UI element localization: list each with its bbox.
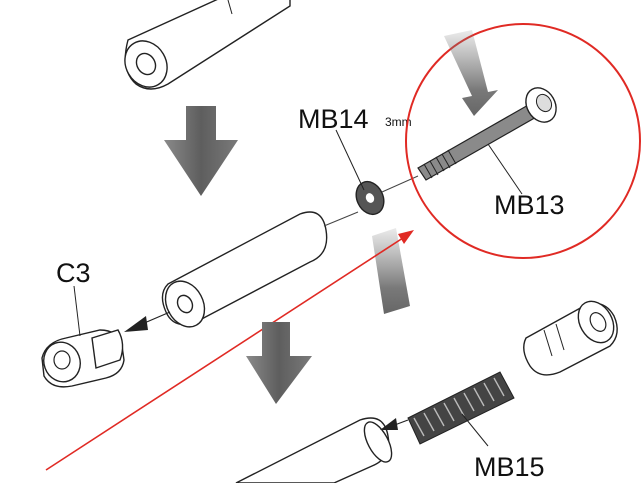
mb14-leader-line (335, 129, 365, 191)
mb14-unit-label: 3mm (385, 115, 412, 129)
fade-down-arrow-icon (444, 30, 498, 116)
lower-down-arrow-icon (246, 322, 312, 404)
top-tube-part (124, 0, 291, 90)
fade-up-arrow-icon (372, 228, 410, 314)
mb15-label: MB15 (474, 452, 545, 482)
callout-pointer-line (45, 230, 414, 471)
mb13-leader-line (487, 143, 523, 195)
spring-arrow-icon (380, 418, 409, 430)
end-cap-c3-part (41, 329, 125, 388)
mb15-leader-line (461, 413, 489, 447)
c3-leader-line (73, 285, 81, 337)
end-fitting-part (523, 300, 618, 376)
left-arrow-icon (124, 311, 171, 332)
mb14-label: MB14 (298, 104, 369, 134)
detail-callout-circle (405, 23, 641, 259)
c3-label: C3 (56, 258, 91, 288)
mb13-label: MB13 (494, 190, 565, 220)
washer-mb14-part (355, 180, 385, 216)
down-arrow-icon (164, 106, 238, 196)
spring-mb15-part (407, 371, 515, 445)
assembly-line-upper (323, 211, 359, 227)
screw-mb13-part (417, 87, 557, 181)
bottom-tube-part (235, 417, 393, 483)
middle-tube-part (161, 211, 328, 328)
